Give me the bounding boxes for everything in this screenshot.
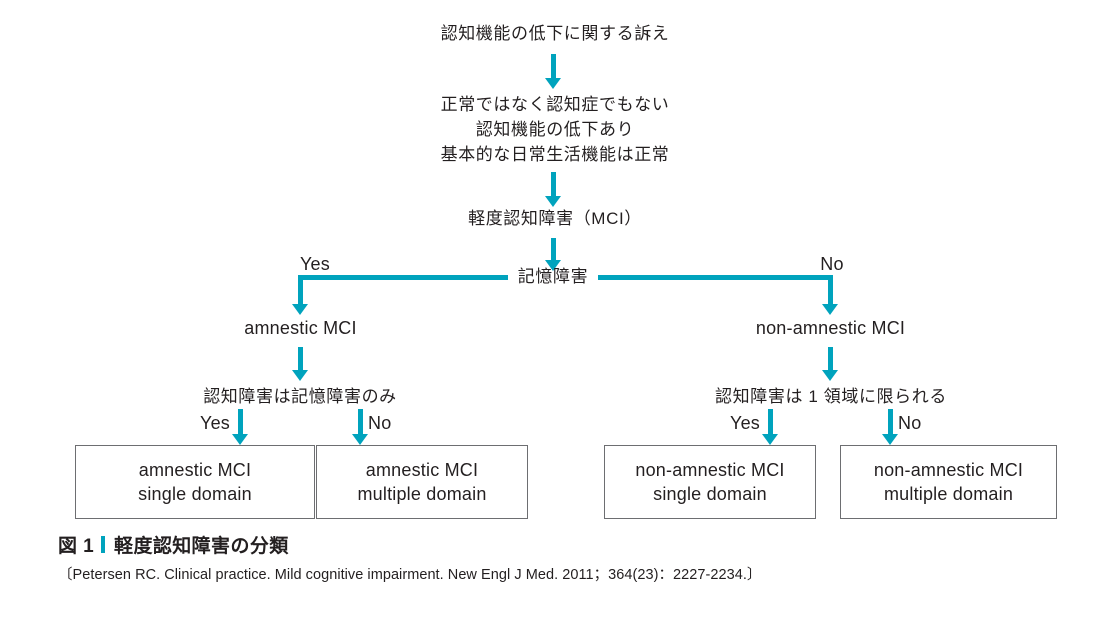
arrowhead-criteria-to-mci	[545, 196, 561, 207]
caption-figure-number: 図 1	[58, 536, 95, 557]
connector-right-yes	[768, 409, 773, 436]
arrowhead-non-amnestic-to-question	[822, 370, 838, 381]
label-right-yes: Yes	[730, 413, 760, 433]
arrowhead-right-no	[882, 434, 898, 445]
node-complaint: 認知機能の低下に関する訴え	[440, 24, 670, 43]
node-right-question: 認知障害は 1 領域に限られる	[715, 387, 947, 406]
node-non-amnestic-mci: non-amnestic MCI	[755, 318, 906, 338]
node-left-question: 認知障害は記憶障害のみ	[203, 387, 397, 406]
label-right-no: No	[898, 413, 922, 433]
node-criteria-line1: 正常ではなく認知症でもない	[440, 95, 670, 114]
figure-caption: 図 1 軽度認知障害の分類 〔Petersen RC. Clinical pra…	[58, 531, 1058, 584]
connector-complaint-to-criteria	[551, 54, 556, 80]
connector-left-yes	[238, 409, 243, 436]
arrowhead-complaint-to-criteria	[545, 78, 561, 89]
arrowhead-memory-yes	[292, 304, 308, 315]
connector-non-amnestic-to-question	[828, 347, 833, 372]
node-criteria-line2: 認知機能の低下あり	[475, 120, 635, 139]
node-amnestic-mci: amnestic MCI	[244, 318, 357, 338]
node-memory-question: 記憶障害	[517, 267, 589, 286]
label-memory-no: No	[820, 254, 844, 274]
arrowhead-amnestic-to-question	[292, 370, 308, 381]
connector-left-no	[358, 409, 363, 436]
connector-memory-no-drop	[828, 275, 833, 306]
node-mci: 軽度認知障害（MCI）	[468, 209, 642, 228]
connector-criteria-to-mci	[551, 172, 556, 198]
label-left-yes: Yes	[200, 413, 230, 433]
caption-title-row: 図 1 軽度認知障害の分類	[58, 531, 1058, 558]
arrowhead-mci-to-memory	[545, 260, 561, 271]
connector-memory-yes-drop	[298, 275, 303, 306]
node-criteria-line3: 基本的な日常生活機能は正常	[440, 145, 670, 164]
connector-mci-to-memory	[551, 238, 556, 262]
label-memory-yes: Yes	[300, 254, 330, 274]
connector-memory-branch-left	[300, 275, 508, 280]
connector-amnestic-to-question	[298, 347, 303, 372]
caption-title: 軽度認知障害の分類	[114, 536, 289, 557]
label-left-no: No	[368, 413, 392, 433]
arrowhead-memory-no	[822, 304, 838, 315]
caption-divider-bar	[101, 536, 106, 553]
connector-right-no	[888, 409, 893, 436]
arrowhead-left-no	[352, 434, 368, 445]
arrowhead-right-yes	[762, 434, 778, 445]
connector-memory-branch-right	[598, 275, 833, 280]
arrowhead-left-yes	[232, 434, 248, 445]
caption-source: 〔Petersen RC. Clinical practice. Mild co…	[58, 567, 762, 583]
